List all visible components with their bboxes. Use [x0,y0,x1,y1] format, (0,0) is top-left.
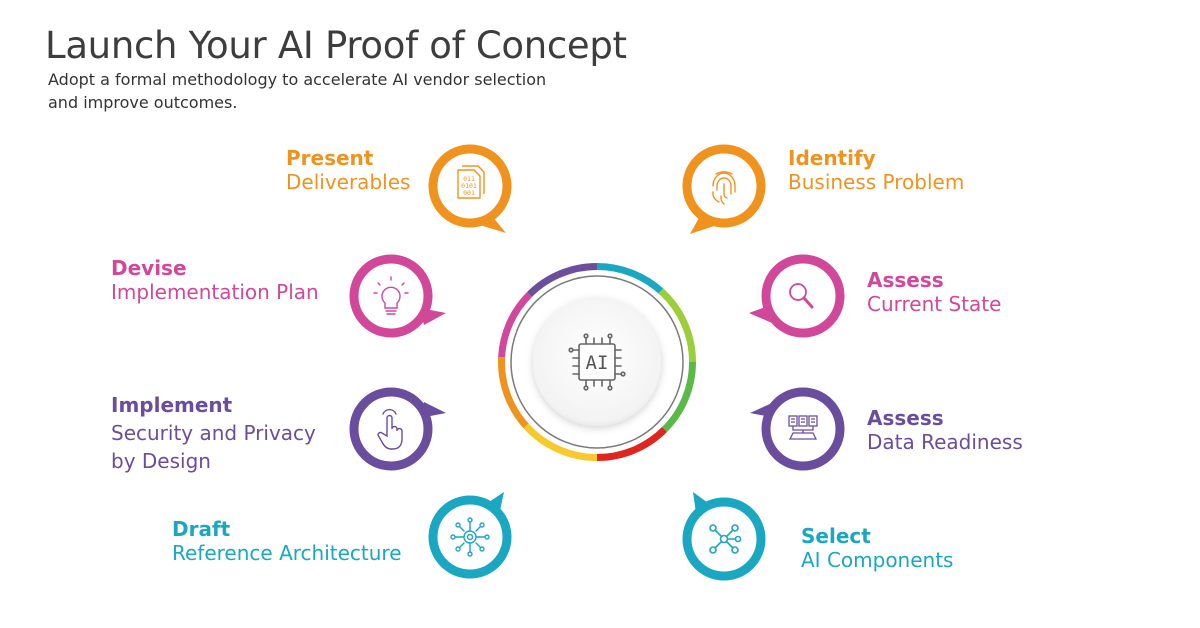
step-title: Identify [788,146,876,170]
bubble-devise [349,254,446,338]
bubble-implement [349,387,446,471]
page-title: Launch Your AI Proof of Concept [45,24,627,67]
bubble-ring [428,144,512,228]
bubble-ring [428,495,512,579]
inner-disc [533,298,661,426]
step-title: Assess [867,268,944,292]
ring-segment [596,263,664,294]
ring-segment [658,288,696,363]
page-subtitle: Adopt a formal methodology to accelerate… [48,68,608,114]
subtitle-line-1: Adopt a formal methodology to accelerate… [48,70,547,89]
step-subtitle: Reference Architecture [172,541,402,565]
step-implement: Implement Security and Privacy by Design [111,391,316,475]
ai-chip-label: AI [586,352,609,374]
step-title: Draft [172,517,231,541]
step-subtitle: Current State [867,292,1002,316]
bubble-assess-data [750,387,845,471]
ring-segment [662,361,696,433]
ring-segment [596,427,668,461]
bubble-ring [349,254,433,338]
step-subtitle: AI Components [801,548,954,572]
step-title: Implement [111,393,233,417]
fingerprint-icon [712,171,736,205]
step-present: Present Deliverables [286,146,410,194]
step-select: Select AI Components [801,524,953,572]
step-subtitle: Security and Privacy by Design [111,421,316,473]
step-title: Present [286,146,374,170]
step-subtitle: Deliverables [286,170,411,194]
inner-ring-outline [510,275,684,449]
step-title: Devise [111,256,187,280]
svg-text:001: 001 [463,189,475,197]
network-nodes-icon [709,524,742,554]
lightbulb-icon [373,276,409,315]
hand-pointer-icon [377,408,403,450]
magnifier-icon [789,283,814,309]
step-assess-current: Assess Current State [867,268,1001,316]
ring-segment [498,356,529,429]
bubble-ring [682,497,766,581]
binary-document-icon: 011 0101 001 [457,165,485,199]
bubble-present: 011 0101 001 [428,144,512,233]
bubble-select [682,492,766,581]
bubble-identify [682,144,766,234]
step-devise: Devise Implementation Plan [111,256,319,304]
ring-segment [498,291,532,358]
svg-text:0101: 0101 [461,182,477,190]
step-assess-data: Assess Data Readiness [867,406,1023,454]
bubble-draft [428,492,512,579]
ring-segment [526,263,598,297]
center-hub: AI [498,263,696,461]
svg-text:011: 011 [463,175,475,183]
bubble-ring [761,254,845,338]
step-subtitle: Implementation Plan [111,280,319,304]
step-identify: Identify Business Problem [788,146,964,194]
step-subtitle: Data Readiness [867,430,1023,454]
step-draft: Draft Reference Architecture [172,517,402,565]
ring-segment [523,423,598,461]
subtitle-line-2: and improve outcomes. [48,93,238,112]
step-subtitle: Business Problem [788,170,965,194]
color-ring [498,263,696,461]
data-files-icon [788,415,818,440]
bubble-ring [761,387,845,471]
gear-network-icon [450,517,490,557]
bubble-ring [349,387,433,471]
bubble-assess-current [749,254,845,338]
ai-chip-icon [568,333,626,391]
step-title: Select [801,524,871,548]
step-title: Assess [867,406,944,430]
